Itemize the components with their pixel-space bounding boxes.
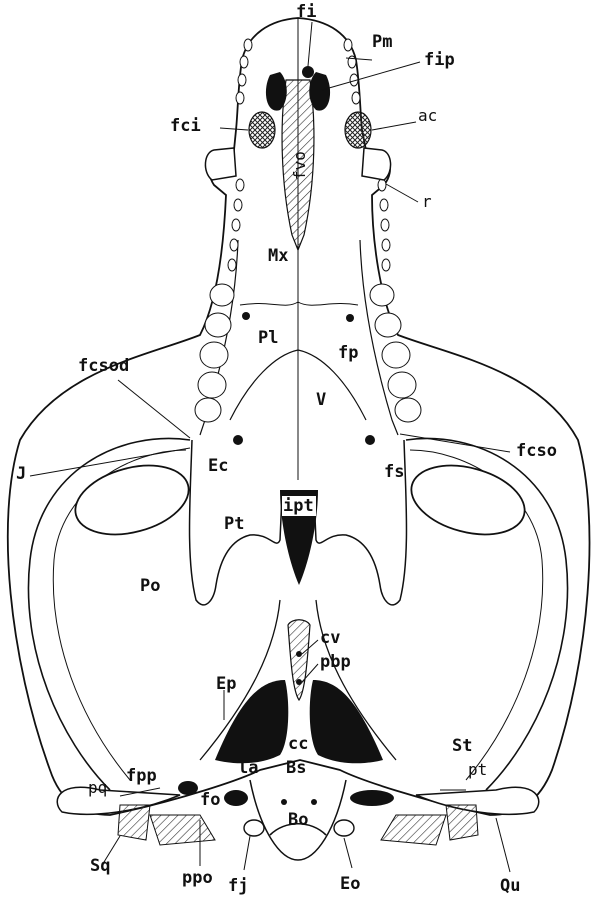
fenestra-ovalis-right [350, 790, 394, 806]
palatine-suture [240, 302, 358, 305]
label-pt: Pt [224, 516, 244, 533]
label-fip: fip [424, 52, 455, 69]
quadrate-right [416, 787, 539, 814]
label-eo: Eo [340, 876, 360, 893]
label-qu: Qu [500, 878, 520, 895]
label-r: r [422, 194, 432, 210]
label-pm: Pm [372, 34, 392, 51]
label-fvo: fvo [292, 151, 308, 180]
label-cc: cc [288, 736, 308, 753]
label-st: St [452, 738, 472, 755]
label-fj: fj [228, 878, 248, 895]
label-bo: Bo [288, 812, 308, 829]
quadrate-left [57, 787, 180, 814]
label-fo: fo [200, 792, 220, 809]
label-ep: Ep [216, 676, 236, 693]
foramen-palatinum-left [242, 312, 250, 320]
label-ac: ac [418, 108, 437, 124]
foramen-incisivum [302, 66, 314, 78]
label-v: V [316, 392, 326, 409]
label-fcso: fcso [516, 443, 557, 460]
incisive-foramen-left [266, 72, 287, 111]
basioccipital-foramen-left [281, 799, 287, 805]
label-ec: Ec [208, 458, 228, 475]
incisive-foramen-right [309, 72, 330, 111]
basioccipital-foramen-right [311, 799, 317, 805]
paroccipital-left [150, 815, 215, 845]
label-po: Po [140, 578, 160, 595]
fenestra-ovalis [224, 790, 248, 806]
foramen-palatinum-right [346, 314, 354, 322]
exoccipital-right [334, 820, 354, 836]
label-fpp: fpp [126, 768, 157, 785]
label-cv: cv [320, 630, 340, 647]
label-ipt: ipt [283, 498, 314, 515]
label-fcsod: fcsod [78, 358, 129, 375]
label-sq: Sq [90, 858, 110, 875]
vomer-left [230, 350, 298, 420]
fci-left [249, 112, 275, 148]
label-pl: Pl [258, 330, 278, 347]
label-ppo: ppo [182, 870, 213, 887]
label-j: J [16, 466, 26, 483]
fci-right [345, 112, 371, 148]
parabasal-process [288, 620, 310, 700]
label-fs: fs [384, 464, 404, 481]
label-pt-lower: pt [468, 762, 487, 778]
squamosal-right [446, 805, 478, 840]
label-la: la [238, 760, 258, 777]
postorbital-right [404, 454, 533, 546]
label-fp: fp [338, 345, 358, 362]
carotid-foramen [296, 651, 302, 657]
fpp-foramen [178, 781, 198, 795]
canine-process-right [362, 148, 391, 180]
label-mx: Mx [268, 248, 288, 265]
paroccipital-right [381, 815, 446, 845]
exoccipital-left [244, 820, 264, 836]
label-fi: fi [296, 4, 316, 21]
squamosal-left [118, 805, 150, 840]
canine-process-left [205, 148, 236, 180]
epipterygoid-right [310, 680, 383, 763]
label-pbp: pbp [320, 654, 351, 671]
label-fci: fci [170, 118, 201, 135]
foramen-sphenoidale-left [233, 435, 243, 445]
label-pq: pq [88, 780, 107, 796]
parabasal-foramen [296, 679, 302, 685]
foramen-sphenoidale-right [365, 435, 375, 445]
postorbital-left [68, 454, 197, 546]
teeth-row-right [344, 39, 421, 422]
label-bs: Bs [286, 760, 306, 777]
